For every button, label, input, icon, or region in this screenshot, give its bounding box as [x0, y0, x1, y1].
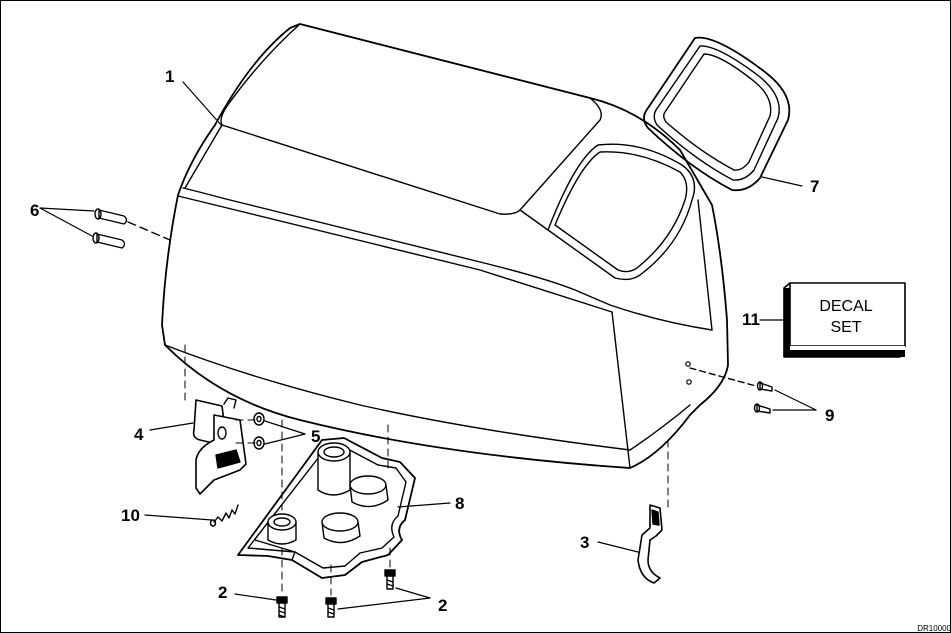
callout-1: 1	[165, 67, 175, 86]
latch-hook	[637, 504, 663, 584]
callout-7: 7	[810, 177, 820, 196]
leader-lines	[39, 81, 817, 610]
decal-line-2: SET	[830, 319, 862, 336]
latch-bracket	[192, 397, 247, 495]
spring	[209, 504, 239, 527]
callout-9: 9	[825, 406, 835, 425]
callout-4: 4	[134, 425, 144, 444]
callout-11: 11	[742, 310, 760, 329]
figure-code: DR10000	[917, 624, 951, 633]
callout-10: 10	[121, 506, 140, 525]
callout-2-right: 2	[438, 596, 448, 615]
engine-cover	[161, 23, 729, 469]
pins-left	[92, 208, 171, 249]
decal-line-1: DECAL	[819, 298, 873, 315]
washers	[253, 412, 265, 450]
callout-6: 6	[30, 201, 40, 220]
callout-5: 5	[311, 427, 321, 446]
callout-3: 3	[580, 533, 590, 552]
pins-right	[689, 367, 773, 414]
callout-2-left: 2	[218, 583, 228, 602]
decal-set-box	[783, 282, 906, 358]
callout-8: 8	[455, 494, 465, 513]
mount-plate	[237, 437, 416, 579]
window-frame	[643, 36, 791, 192]
screws	[276, 569, 396, 618]
decal-set-label: DECAL SET	[790, 296, 902, 338]
assembly-lines	[184, 344, 669, 596]
